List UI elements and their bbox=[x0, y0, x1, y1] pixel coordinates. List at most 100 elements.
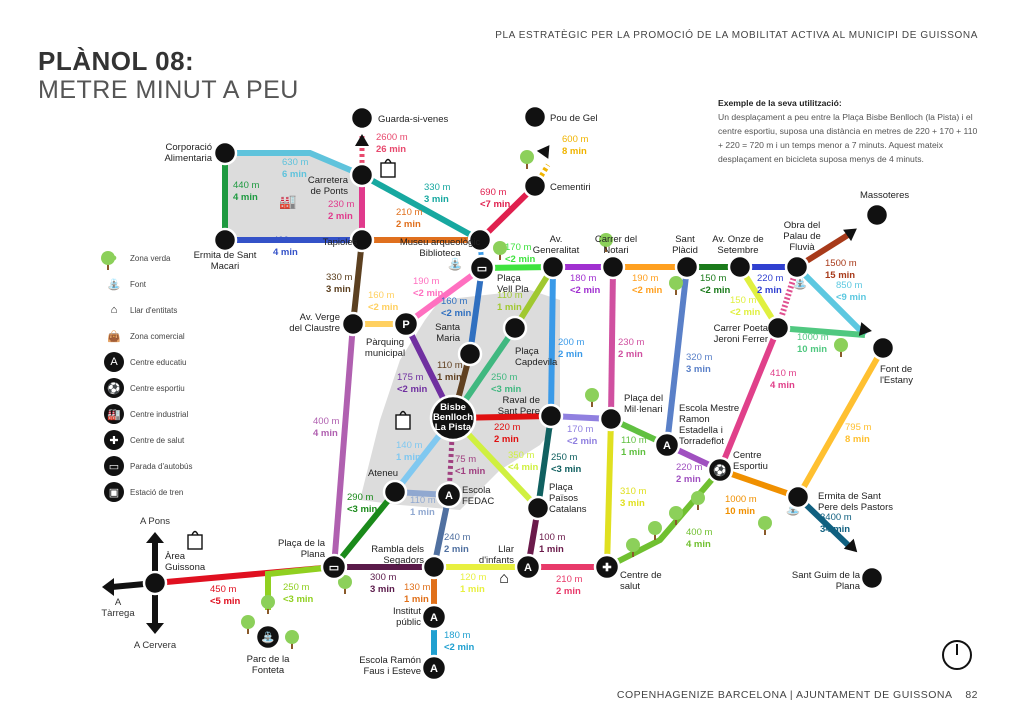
segment-distance: 320 m bbox=[686, 352, 712, 363]
station-marker[interactable] bbox=[674, 254, 700, 280]
station-marker[interactable] bbox=[514, 553, 542, 581]
station-tapioles[interactable]: Tapioles bbox=[323, 227, 375, 253]
station-marker[interactable] bbox=[653, 431, 681, 459]
station-marker[interactable] bbox=[340, 311, 366, 337]
station-marker[interactable] bbox=[320, 553, 348, 581]
station-marker[interactable] bbox=[522, 104, 548, 130]
station-marker[interactable] bbox=[142, 570, 168, 596]
station-marker[interactable] bbox=[212, 227, 238, 253]
station-label-line: Vell Pla bbox=[497, 284, 529, 295]
segment-distance: 310 m bbox=[620, 486, 646, 497]
station-label-line: Catalans bbox=[549, 504, 587, 515]
station-marker[interactable] bbox=[540, 254, 566, 280]
segment-distance: 220 m bbox=[494, 422, 520, 433]
station-marker[interactable] bbox=[600, 254, 626, 280]
station-marker[interactable] bbox=[349, 105, 375, 131]
station-marker[interactable] bbox=[864, 202, 890, 228]
station-marker[interactable] bbox=[502, 315, 528, 341]
station-marker[interactable] bbox=[785, 484, 811, 510]
station-marker[interactable] bbox=[392, 310, 420, 338]
bus-icon: ▭ bbox=[329, 562, 339, 574]
station-cementiri[interactable]: Cementiri bbox=[522, 173, 591, 199]
station-marker[interactable] bbox=[538, 403, 564, 429]
station-label-line: Font de bbox=[880, 364, 912, 375]
route-segment bbox=[605, 468, 723, 570]
segment-label: 180 m<2 min bbox=[570, 273, 601, 296]
station-marker[interactable] bbox=[525, 495, 551, 521]
station-label: Guarda-si-venes bbox=[378, 114, 448, 125]
station-marker[interactable] bbox=[435, 481, 463, 509]
station-marker[interactable] bbox=[254, 623, 282, 651]
industrial-zone bbox=[225, 153, 362, 240]
segment-time: 3 min bbox=[424, 194, 449, 205]
segment-time: 3 min bbox=[686, 364, 711, 375]
station-marker[interactable] bbox=[468, 254, 496, 282]
station-marker[interactable] bbox=[765, 315, 791, 341]
station-label-line: Ermita de Sant bbox=[194, 250, 257, 261]
station-marker[interactable] bbox=[349, 227, 375, 253]
station-massoteres[interactable]: Massoteres bbox=[860, 190, 909, 228]
station-marker[interactable] bbox=[349, 162, 375, 188]
segment-label: 350 m<4 min bbox=[508, 450, 539, 473]
station-marker[interactable] bbox=[467, 227, 493, 253]
station-marker[interactable] bbox=[522, 173, 548, 199]
station-marker[interactable] bbox=[870, 335, 896, 361]
legend-label: Zona verda bbox=[130, 253, 171, 263]
station-marker[interactable] bbox=[420, 603, 448, 631]
station-marker[interactable] bbox=[457, 341, 483, 367]
segment-time: <3 min bbox=[283, 594, 314, 605]
football-icon: ⚽ bbox=[104, 378, 124, 398]
station-ateneu[interactable]: Ateneu bbox=[368, 468, 408, 505]
station-pou[interactable]: Pou de Gel bbox=[522, 104, 598, 130]
route-segment bbox=[225, 150, 364, 178]
station-marker[interactable] bbox=[706, 456, 734, 484]
station-marker[interactable] bbox=[212, 140, 238, 166]
station-marker[interactable] bbox=[429, 394, 477, 442]
station-label-line: Bisbe bbox=[440, 402, 466, 413]
station-marker[interactable] bbox=[784, 254, 810, 280]
station-guarda[interactable]: Guarda-si-venes bbox=[349, 105, 448, 131]
station-marker[interactable] bbox=[421, 554, 447, 580]
station-marker[interactable] bbox=[859, 565, 885, 591]
station-marker[interactable] bbox=[598, 406, 624, 432]
station-marker[interactable] bbox=[420, 654, 448, 682]
station-generalitat[interactable]: Av.Generalitat bbox=[533, 234, 580, 280]
station-marker[interactable] bbox=[593, 553, 621, 581]
station-marker[interactable] bbox=[727, 254, 753, 280]
station-marker[interactable] bbox=[382, 479, 408, 505]
legend: ●Zona verda⛲Font⌂Llar d'entitats👜Zona co… bbox=[104, 245, 192, 505]
